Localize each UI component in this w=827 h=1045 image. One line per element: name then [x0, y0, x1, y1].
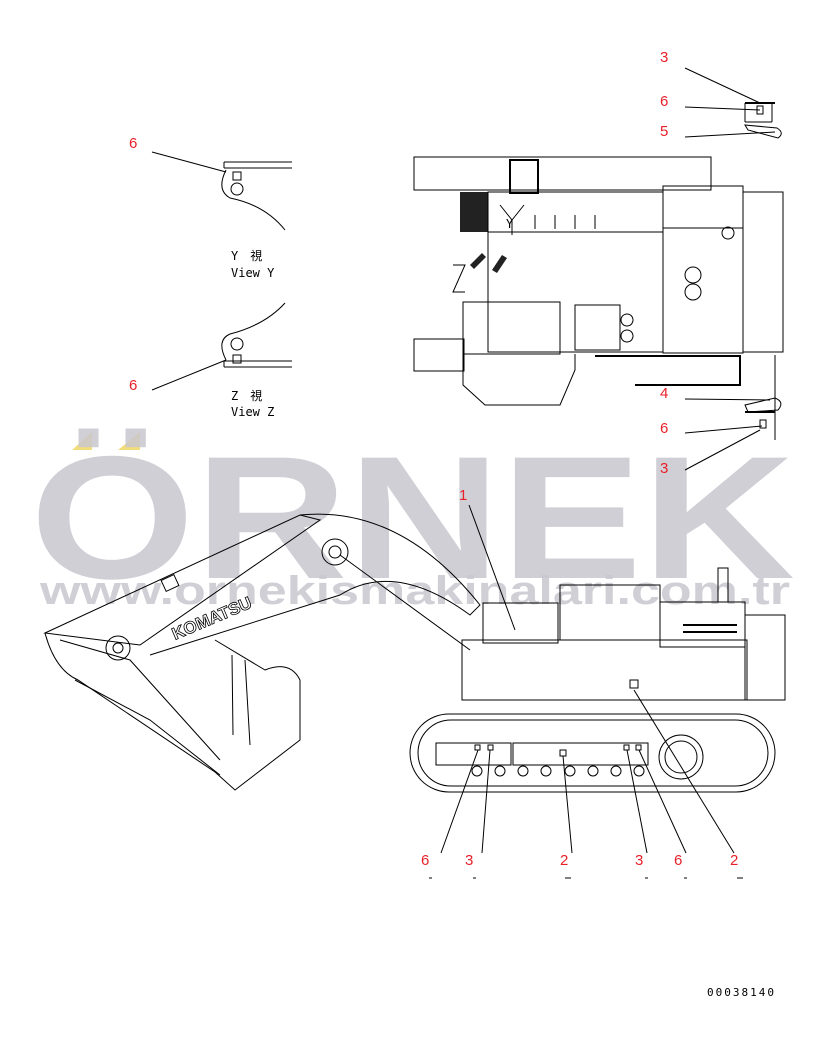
- callout-5-top: 5: [660, 123, 668, 140]
- detail-mid-right: [744, 397, 782, 429]
- view-y-label-jp: Y 視: [231, 248, 262, 263]
- callout-6-top: 6: [660, 93, 668, 110]
- view-z-label-jp: Z 視: [231, 388, 262, 403]
- leader-lines: [151, 67, 776, 854]
- callout-4-mid: 4: [660, 385, 668, 402]
- view-y-detail: [221, 161, 292, 231]
- callout-6-view-z: 6: [129, 377, 137, 394]
- watermark: ÖRNEK www.ornekismakinalari.com.tr: [30, 421, 795, 616]
- callout-1-cab: 1: [459, 487, 467, 504]
- callout-3-bottom-right: 3: [635, 852, 643, 869]
- callout-2-bottom: 2: [560, 852, 568, 869]
- callout-6-view-y: 6: [129, 135, 137, 152]
- callout-2-bottom-right: 2: [730, 852, 738, 869]
- watermark-accent-right: [118, 432, 140, 450]
- plan-view: [413, 156, 784, 440]
- watermark-url: www.ornekismakinalari.com.tr: [39, 569, 790, 613]
- drawing-number: 00038140: [707, 986, 776, 999]
- callout-6-bottom: 6: [421, 852, 429, 869]
- view-z-label-en: View Z: [231, 405, 274, 419]
- callout-3-top: 3: [660, 49, 668, 66]
- track-rollers: [471, 765, 645, 777]
- callout-6-mid: 6: [660, 420, 668, 437]
- callout-3-bottom: 3: [465, 852, 473, 869]
- callout-3-mid: 3: [660, 460, 668, 477]
- view-z-detail: [221, 302, 292, 368]
- view-y-label-en: View Y: [231, 266, 275, 280]
- watermark-accent-left: [72, 432, 92, 450]
- watermark-brand: ÖRNEK: [30, 421, 795, 616]
- plan-marker-y: Y: [506, 217, 514, 231]
- callout-6-bottom-right: 6: [674, 852, 682, 869]
